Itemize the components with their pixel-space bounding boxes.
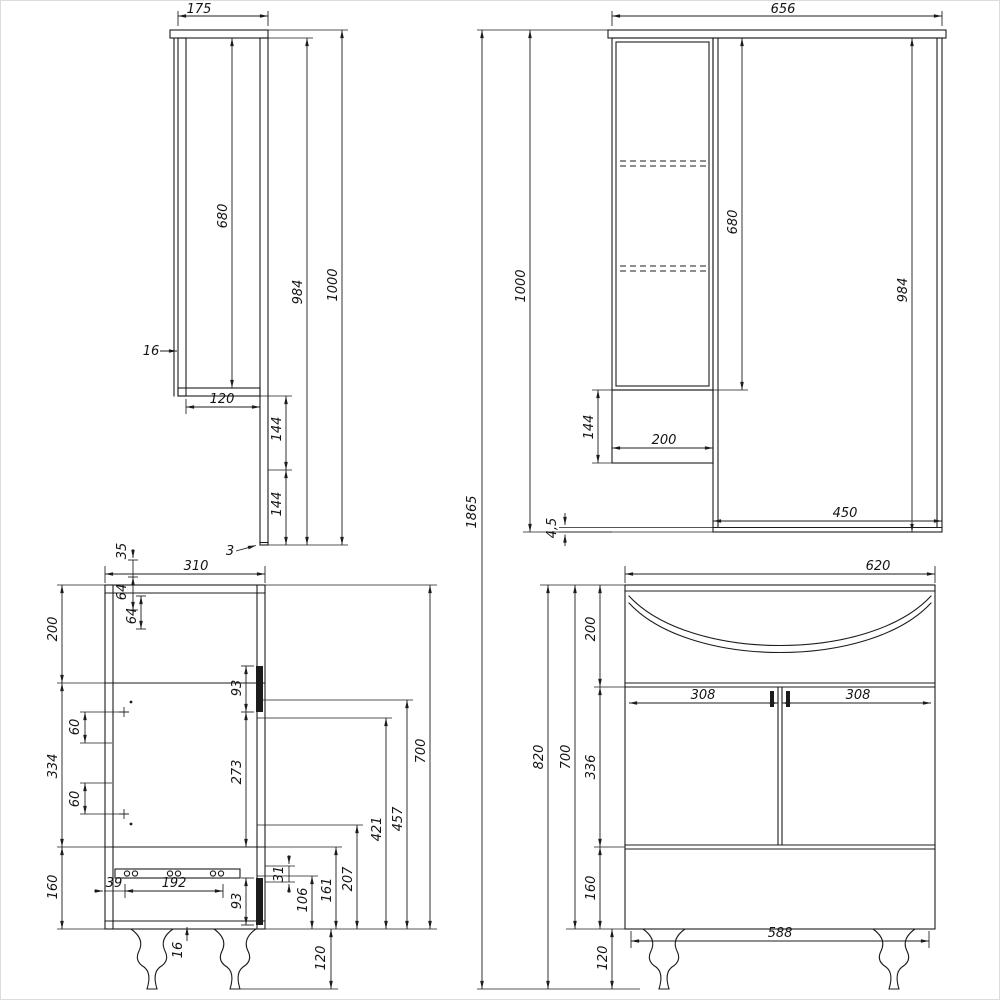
dim-label-mirror-front-1000: 1000 <box>514 269 529 302</box>
vanity-side-outline <box>104 584 266 990</box>
mirror-side-outline <box>169 29 269 546</box>
dim-label-vanity-front-308a: 308 <box>691 688 716 703</box>
dim-label-vanity-side-334: 334 <box>46 754 61 779</box>
dim-label-vanity-side-64b: 64 <box>125 608 140 625</box>
dim-label-vanity-side-31: 31 <box>272 866 287 883</box>
dim-label-vanity-side-39: 39 <box>106 876 123 891</box>
dim-label-mirror-front-width: 656 <box>771 2 796 17</box>
dim-label-mirror-side-144a: 144 <box>270 417 285 442</box>
dim-label-vanity-front-700: 700 <box>559 745 574 770</box>
vanity-side-dimensions: 310 35 64 64 200 334 160 <box>46 543 437 990</box>
dim-label-vanity-front-336: 336 <box>584 755 599 780</box>
dim-label-vanity-side-60b: 60 <box>68 791 83 808</box>
dim-label-vanity-side-16: 16 <box>171 942 186 959</box>
dim-label-vanity-side-273: 273 <box>230 760 245 785</box>
dim-label-vanity-front-588: 588 <box>768 926 793 941</box>
view-vanity-side: 310 35 64 64 200 334 160 <box>46 543 437 990</box>
dim-label-vanity-side-207: 207 <box>341 866 356 892</box>
view-mirror-cabinet-front: 656 680 984 1000 144 200 450 4,5 <box>514 2 947 546</box>
dim-label-vanity-front-308b: 308 <box>846 688 871 703</box>
dim-label-vanity-front-820: 820 <box>532 745 547 770</box>
dim-label-vanity-front-200: 200 <box>584 617 599 642</box>
dim-label-vanity-front-legs-120: 120 <box>596 946 611 971</box>
view-mirror-cabinet-side: 175 680 984 1000 16 120 144 144 3 <box>143 2 348 559</box>
dim-label-mirror-front-450: 450 <box>833 506 858 521</box>
dim-label-mirror-side-144b: 144 <box>270 492 285 517</box>
vanity-body <box>624 584 936 930</box>
basin-curve-outer <box>628 595 932 646</box>
door-handle-right <box>786 691 790 707</box>
dim-label-vanity-side-161: 161 <box>320 878 335 903</box>
dim-label-vanity-side-60a: 60 <box>68 719 83 736</box>
dim-label-vanity-side-700: 700 <box>414 739 429 764</box>
dim-label-mirror-front-144: 144 <box>582 415 597 440</box>
dim-label-mirror-front-680: 680 <box>726 210 741 235</box>
dim-label-vanity-side-106: 106 <box>296 888 311 913</box>
dim-label-mirror-side-984: 984 <box>291 280 306 305</box>
back-panel <box>259 37 269 546</box>
door-handle-profile <box>256 666 263 712</box>
vanity-front-outline <box>624 584 936 990</box>
vanity-front-dimensions: 620 200 336 160 700 820 308 308 588 <box>532 559 936 989</box>
dim-label-vanity-side-depth: 310 <box>184 559 209 574</box>
dim-label-vanity-side-legs-120: 120 <box>314 946 329 971</box>
dim-label-mirror-front-984: 984 <box>896 278 911 303</box>
dim-label-vanity-front-width: 620 <box>866 559 891 574</box>
dim-label-vanity-side-35: 35 <box>115 543 130 560</box>
basin-curve-inner <box>628 602 932 653</box>
dim-label-vanity-side-457: 457 <box>391 806 406 832</box>
dim-label-vanity-side-93a: 93 <box>230 680 245 697</box>
top-board <box>169 29 269 39</box>
dim-label-mirror-side-inner-height: 680 <box>216 204 231 229</box>
drawer-handle-profile <box>256 878 263 925</box>
mirror-front-dimensions: 656 680 984 1000 144 200 450 4,5 <box>514 2 943 546</box>
mirror-front-outline <box>607 29 947 533</box>
drawer-slide-detail <box>114 868 241 879</box>
side-cabinet-door-inner <box>615 41 710 387</box>
dim-label-vanity-side-64a: 64 <box>115 584 130 601</box>
dim-label-vanity-side-93b: 93 <box>230 893 245 910</box>
dim-label-mirror-side-panel-16: 16 <box>143 344 160 359</box>
mirror-side-dimensions: 175 680 984 1000 16 120 144 144 3 <box>143 2 348 559</box>
dim-label-mirror-front-4-5: 4,5 <box>545 518 560 539</box>
dim-label-vanity-side-421: 421 <box>370 817 385 842</box>
dim-label-mirror-side-120: 120 <box>210 392 235 407</box>
vanity-body <box>104 584 266 930</box>
dim-label-overall-height: 1865 <box>465 495 480 528</box>
dim-label-mirror-side-depth: 175 <box>187 2 212 17</box>
dim-label-mirror-side-back-3: 3 <box>226 544 234 559</box>
dim-label-vanity-front-160: 160 <box>584 876 599 901</box>
mirror-panel <box>712 37 943 533</box>
dimension-overall-height: 1865 <box>465 29 640 990</box>
dim-label-vanity-side-192: 192 <box>162 876 187 891</box>
dim-label-mirror-front-200: 200 <box>652 433 677 448</box>
dim-label-vanity-side-160: 160 <box>46 875 61 900</box>
dim-label-vanity-side-200: 200 <box>46 617 61 642</box>
door-handle-left <box>770 691 774 707</box>
dim-label-mirror-side-1000: 1000 <box>326 268 341 301</box>
view-vanity-front: 620 200 336 160 700 820 308 308 588 <box>532 559 936 990</box>
